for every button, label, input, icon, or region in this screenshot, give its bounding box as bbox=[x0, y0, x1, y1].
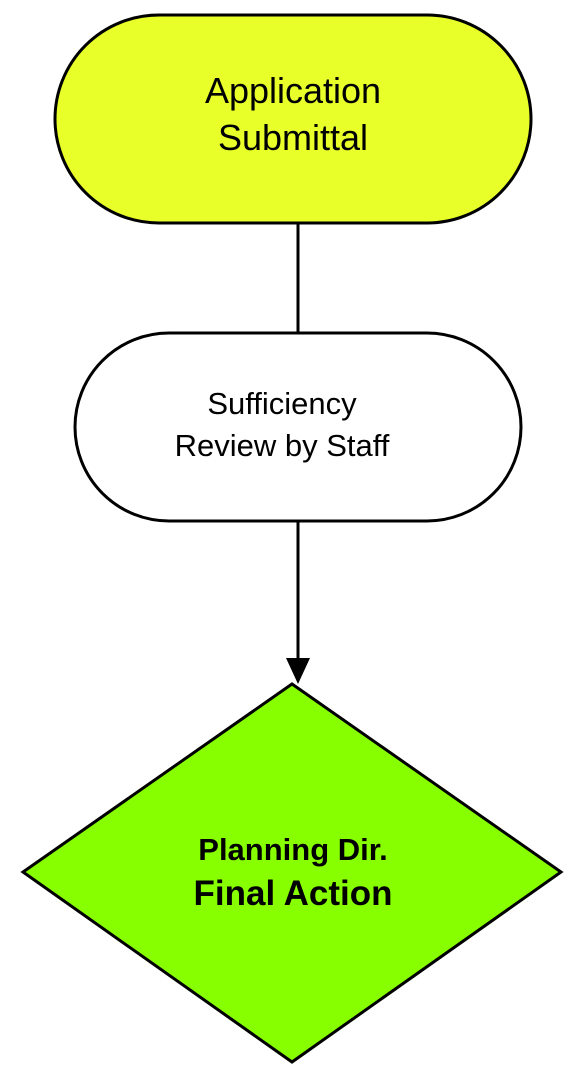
arrowhead-icon bbox=[286, 658, 310, 684]
start-node-label-line2: Submittal bbox=[218, 117, 368, 158]
decision-node-label-line2: Final Action bbox=[194, 874, 393, 913]
start-node-label-line1: Application bbox=[205, 70, 381, 111]
decision-node: Planning Dir. Final Action bbox=[20, 682, 564, 1064]
review-node-shape bbox=[73, 331, 523, 523]
review-node-label-line1: Sufficiency bbox=[207, 386, 357, 421]
review-node-label-line2: Review by Staff bbox=[175, 428, 390, 463]
review-node: Sufficiency Review by Staff bbox=[73, 331, 523, 523]
start-node-shape bbox=[53, 13, 533, 225]
decision-node-shape bbox=[20, 682, 564, 1064]
start-node: Application Submittal bbox=[53, 13, 533, 225]
decision-node-label-line1: Planning Dir. bbox=[198, 832, 387, 867]
